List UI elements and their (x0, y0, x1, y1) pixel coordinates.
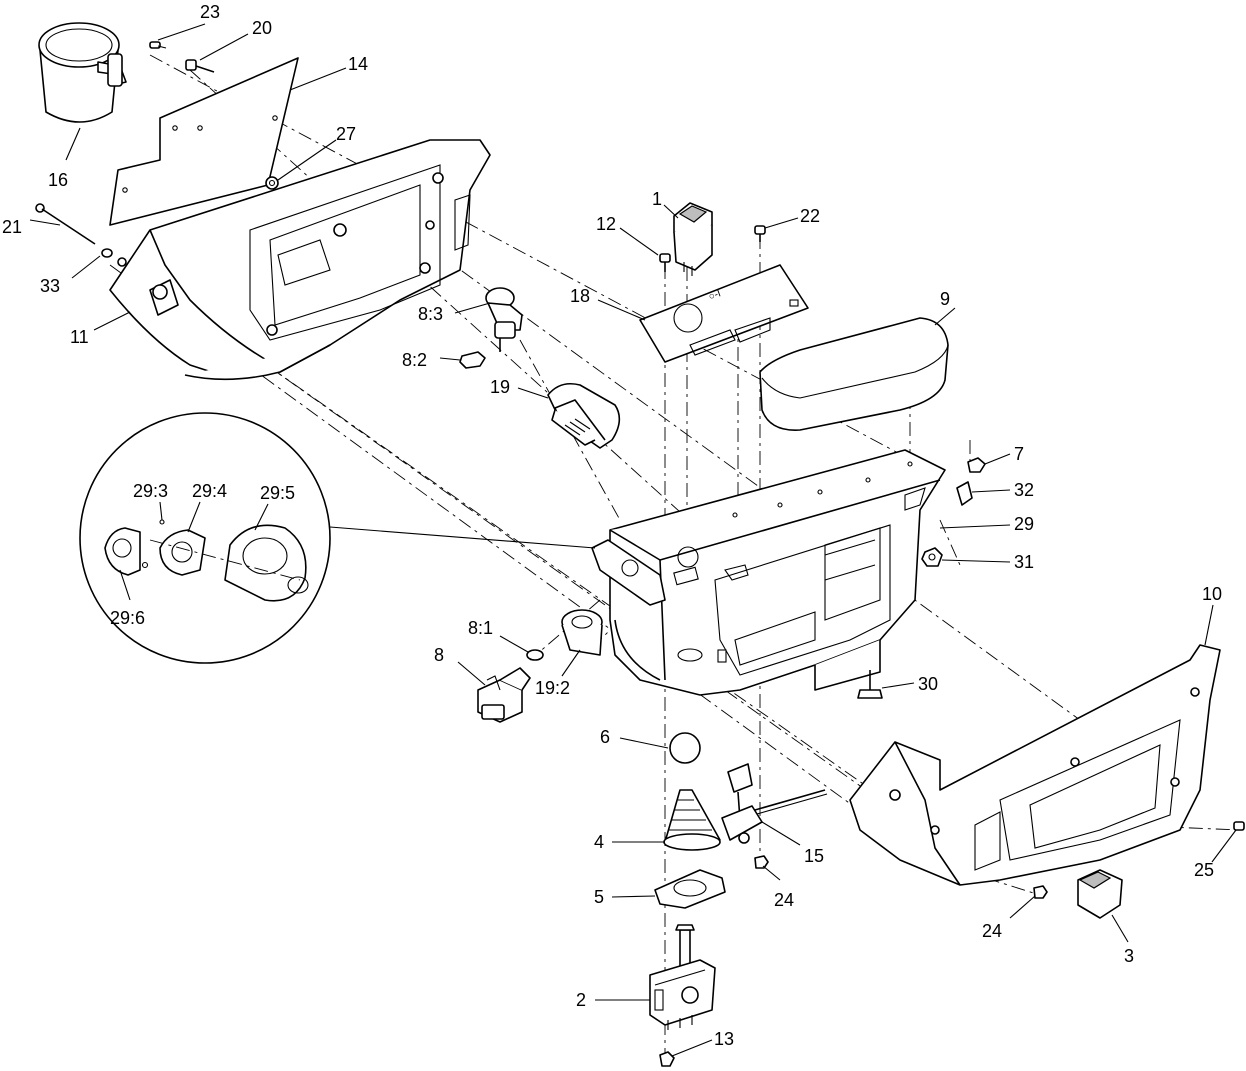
screw-25 (1233, 821, 1245, 831)
washer-33 (101, 248, 113, 258)
callout-31: 31 (1014, 552, 1034, 572)
callout-29: 29 (1014, 514, 1034, 534)
callout-19: 19 (490, 377, 510, 397)
callout-8-1: 8:1 (468, 618, 493, 638)
callout-8-2: 8:2 (402, 350, 427, 370)
svg-text:○-I: ○-I (707, 288, 722, 302)
switch-3 (1077, 869, 1123, 919)
callout-9: 9 (940, 289, 950, 309)
knob-8-3 (485, 287, 523, 352)
right-console-panel-10 (849, 644, 1221, 886)
nut-19-2 (561, 609, 603, 656)
gasket-5 (654, 869, 726, 909)
callout-15: 15 (804, 846, 824, 866)
callout-29-5: 29:5 (260, 483, 295, 503)
nut-8-2 (459, 351, 486, 369)
callout-3: 3 (1124, 946, 1134, 966)
callout-8: 8 (434, 645, 444, 665)
detail-circle (79, 412, 596, 664)
callout-11: 11 (70, 327, 89, 347)
callout-27: 27 (336, 124, 356, 144)
bolt-30 (857, 670, 883, 699)
callout-10: 10 (1202, 584, 1222, 604)
joystick-2 (649, 924, 716, 1030)
cup-holder (38, 22, 127, 123)
nut-7 (967, 457, 986, 473)
nut-24-b (1033, 885, 1048, 899)
callout-29-6: 29:6 (110, 608, 145, 628)
leader-lines (29, 23, 1237, 1057)
decal-plate-18: ○-I (639, 264, 809, 363)
knob-19 (547, 382, 621, 449)
callout-20: 20 (252, 18, 272, 38)
ball-knob-6 (669, 732, 701, 764)
callout-30: 30 (918, 674, 938, 694)
screw-20 (185, 59, 215, 73)
callout-24-b: 24 (982, 921, 1002, 941)
screw-22 (754, 225, 766, 242)
console-body-29 (609, 449, 946, 696)
bolt-21 (35, 203, 96, 245)
clip-32 (956, 481, 973, 506)
mounting-plate (109, 57, 299, 226)
screw-12 (659, 253, 671, 272)
cable-control-15 (721, 763, 828, 844)
callout-8-3: 8:3 (418, 304, 443, 324)
callout-labels: 1 2 3 4 5 6 7 8 8:1 8:2 8:3 9 10 11 12 1… (2, 2, 1222, 1049)
callout-2: 2 (576, 990, 586, 1010)
callout-5: 5 (594, 887, 604, 907)
rubber-boot-4 (663, 789, 721, 851)
nut-13 (659, 1051, 675, 1067)
callout-29-4: 29:4 (192, 481, 227, 501)
callout-16: 16 (48, 170, 68, 190)
callout-18: 18 (570, 286, 590, 306)
callout-21: 21 (2, 217, 22, 237)
callout-19-2: 19:2 (535, 678, 570, 698)
callout-32: 32 (1014, 480, 1034, 500)
flange-bracket (591, 539, 666, 606)
armrest-pad-9 (759, 317, 949, 431)
callout-29-3: 29:3 (133, 481, 168, 501)
callout-23: 23 (200, 2, 220, 22)
callout-6: 6 (600, 727, 610, 747)
switch-8 (477, 667, 531, 723)
callout-4: 4 (594, 832, 604, 852)
callout-7: 7 (1014, 444, 1024, 464)
screw-23 (149, 41, 167, 49)
callout-14: 14 (348, 54, 368, 74)
nut-31 (921, 547, 943, 567)
left-console-panel (109, 139, 491, 381)
rocker-switch-1 (673, 202, 713, 276)
callout-13: 13 (714, 1029, 734, 1049)
nut-24-a (754, 855, 769, 869)
callout-12: 12 (596, 214, 616, 234)
callout-33: 33 (40, 276, 60, 296)
callout-1: 1 (652, 189, 662, 209)
washer-8-1 (526, 649, 544, 661)
nut-27 (265, 176, 279, 190)
callout-22: 22 (800, 206, 820, 226)
callout-25: 25 (1194, 860, 1214, 880)
callout-24-a: 24 (774, 890, 794, 910)
